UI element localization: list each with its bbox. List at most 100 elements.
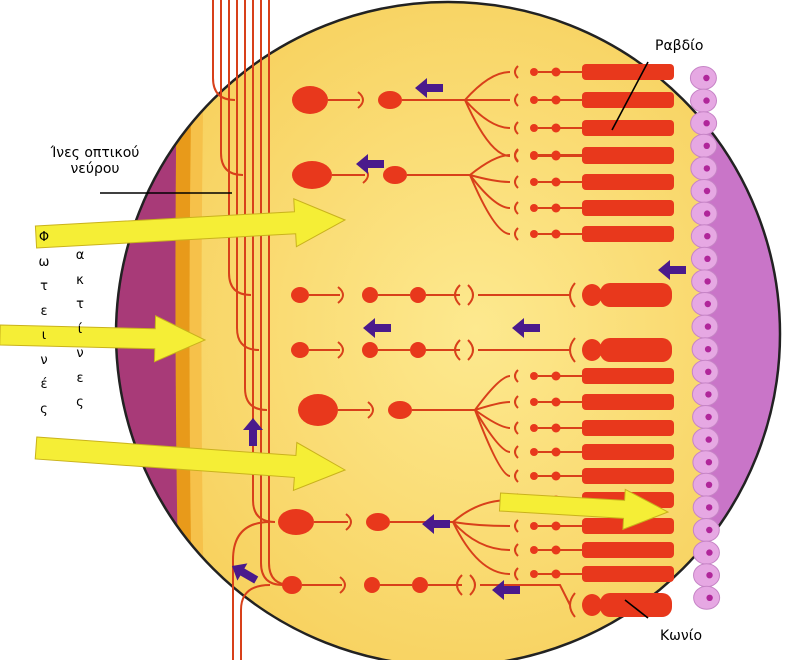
ganglion-cell [278, 509, 314, 535]
pigment-nucleus [705, 301, 711, 307]
pigment-nucleus [704, 233, 710, 239]
letter: ν [36, 349, 52, 374]
rod-node [552, 96, 561, 105]
rod-node [552, 230, 561, 239]
bipolar-cell [412, 577, 428, 593]
rod-cell [582, 420, 674, 436]
rod-cell [582, 174, 674, 190]
cone-cell [600, 283, 672, 307]
letter: ς [72, 391, 88, 416]
cone-cell-body [582, 594, 602, 616]
rod-node [552, 472, 561, 481]
rod-cell [582, 394, 674, 410]
rod-node [552, 372, 561, 381]
letter: ί [72, 318, 88, 343]
rod-node [530, 546, 538, 554]
letter: ω [36, 251, 52, 276]
pigment-nucleus [704, 278, 710, 284]
letter: ε [72, 367, 88, 392]
rod-label: Ραβδίο [655, 38, 703, 54]
rod-node [552, 546, 561, 555]
rod-node [530, 124, 538, 132]
cone-cell-body [582, 284, 602, 306]
light-rays-word-right: α κ τ ί ν ε ς [72, 244, 88, 416]
pigment-nucleus [704, 143, 710, 149]
letter: α [72, 244, 88, 269]
bipolar-cell [366, 513, 390, 531]
bipolar-cell [378, 91, 402, 109]
pigment-nucleus [705, 391, 711, 397]
pigment-nucleus [704, 210, 710, 216]
pigment-nucleus [705, 346, 711, 352]
optic-fibers-label-line1: Ίνες οπτικού [51, 145, 140, 161]
rod-node [530, 522, 538, 530]
rod-node [552, 448, 561, 457]
ganglion-cell [291, 287, 309, 303]
rod-node [552, 178, 561, 187]
bipolar-cell [410, 342, 426, 358]
rod-cell [582, 147, 674, 163]
rod-cell [582, 368, 674, 384]
rod-node [552, 522, 561, 531]
pigment-nucleus [706, 595, 712, 601]
bipolar-cell [362, 287, 378, 303]
pigment-nucleus [706, 527, 712, 533]
pigment-nucleus [704, 256, 710, 262]
letter: ς [36, 398, 52, 423]
rod-cell [582, 200, 674, 216]
rod-node [530, 372, 538, 380]
rod-node [530, 448, 538, 456]
ganglion-cell [292, 86, 328, 114]
rod-node [552, 204, 561, 213]
rod-node [530, 68, 538, 76]
bipolar-cell [362, 342, 378, 358]
bipolar-cell [410, 287, 426, 303]
pigment-nucleus [706, 572, 712, 578]
pigment-nucleus [704, 188, 710, 194]
rod-cell [582, 542, 674, 558]
cone-label: Κωνίο [660, 628, 702, 644]
rod-cell [582, 444, 674, 460]
cone-cell [600, 593, 672, 617]
pigment-nucleus [706, 459, 712, 465]
rod-node [530, 472, 538, 480]
rod-cell [582, 64, 674, 80]
pigment-nucleus [703, 97, 709, 103]
rod-node [530, 178, 538, 186]
ganglion-cell [282, 576, 302, 594]
letter: Φ [36, 226, 52, 251]
rod-node [530, 230, 538, 238]
rod-node [530, 204, 538, 212]
letter: ε [36, 300, 52, 325]
ganglion-cell [291, 342, 309, 358]
pigment-nucleus [705, 369, 711, 375]
pigment-nucleus [706, 482, 712, 488]
letter: έ [36, 373, 52, 398]
ganglion-cell [298, 394, 338, 426]
letter: ι [36, 324, 52, 349]
bipolar-cell [364, 577, 380, 593]
rod-node [530, 570, 538, 578]
pigment-nucleus [706, 549, 712, 555]
rod-node [552, 570, 561, 579]
rod-node [552, 424, 561, 433]
rod-cell [582, 566, 674, 582]
bipolar-cell [383, 166, 407, 184]
optic-fibers-label-line2: νεύρου [70, 161, 119, 177]
letter: τ [72, 293, 88, 318]
letter: κ [72, 269, 88, 294]
pigment-nucleus [703, 120, 709, 126]
letter: ν [72, 342, 88, 367]
pigment-nucleus [703, 75, 709, 81]
rod-node [530, 398, 538, 406]
rod-node [552, 398, 561, 407]
pigment-nucleus [705, 323, 711, 329]
pigment-nucleus [705, 414, 711, 420]
cone-cell [600, 338, 672, 362]
ganglion-cell [292, 161, 332, 189]
rod-cell [582, 120, 674, 136]
optic-fibers-label: Ίνες οπτικού νεύρου [36, 145, 154, 177]
pigment-nucleus [704, 165, 710, 171]
rod-node [530, 424, 538, 432]
